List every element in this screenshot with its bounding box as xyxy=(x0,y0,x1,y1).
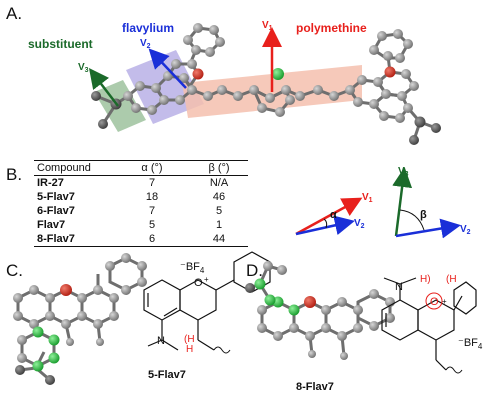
model-c-atoms xyxy=(13,253,147,385)
table-header-compound: Compound xyxy=(34,160,114,176)
model-d-bonds xyxy=(249,264,392,357)
v2-label-b: V2 xyxy=(354,218,365,230)
panel-b: B. α V1 V2 β V3 V2 xyxy=(6,165,471,239)
table-header-beta: β (°) xyxy=(190,160,248,176)
nitrogen-c: N xyxy=(157,335,165,347)
table-cell-compound: Flav7 xyxy=(37,219,66,231)
table-cell-compound: IR-27 xyxy=(37,177,64,189)
table-cell-beta: 44 xyxy=(190,232,248,247)
angle-table: Compound α (°) β (°) IR-27 7 N/A 5-Flav7… xyxy=(34,160,248,247)
v2-vector-arrow xyxy=(148,48,187,89)
beta-symbol: β xyxy=(420,209,427,221)
beta-v2-arrow xyxy=(395,218,461,239)
table-row: IR-27 7 N/A xyxy=(34,176,248,191)
table-cell-alpha: 7 xyxy=(148,177,156,189)
panel-b-label: B. xyxy=(6,165,22,184)
panel-c-label: C. xyxy=(6,261,23,280)
wavy-bond-c xyxy=(213,346,231,354)
panel-c: C. xyxy=(6,251,271,385)
bf4-c: ⁻BF4 xyxy=(180,261,205,275)
v2-label-b2: V2 xyxy=(460,224,471,236)
model-d-atoms xyxy=(245,261,395,360)
table-cell-compound: 8-Flav7 xyxy=(34,232,114,247)
oxygen-highlight-d xyxy=(425,292,443,310)
table-cell-beta: 1 xyxy=(215,219,223,231)
table-cell-alpha: 6 xyxy=(114,232,190,247)
panel-a: A. xyxy=(6,4,441,145)
structure-d xyxy=(381,277,477,371)
beta-v3-arrow xyxy=(392,167,413,237)
table-cell-compound: 5-Flav7 xyxy=(37,191,75,203)
table-cell-alpha: 5 xyxy=(148,219,156,231)
panel-d: D. xyxy=(245,261,483,393)
wavy-bond-d xyxy=(445,366,463,374)
flavylium-label: flavylium xyxy=(122,21,174,35)
structure-c xyxy=(143,251,271,351)
alpha-v1-arrow xyxy=(295,197,363,236)
v2-label-a: V2 xyxy=(140,38,151,50)
table-cell-alpha: 18 xyxy=(145,191,159,203)
panel-d-label: D. xyxy=(246,261,263,280)
table-cell-alpha: 7 xyxy=(148,205,156,217)
table-header-alpha: α (°) xyxy=(114,160,190,176)
table-header-row: Compound α (°) β (°) xyxy=(34,160,248,176)
molecule-3d-atoms xyxy=(91,23,441,145)
oxygen-d: O xyxy=(430,296,439,308)
table-row: 5-Flav7 18 46 xyxy=(34,190,248,204)
table-row: Flav7 5 1 xyxy=(34,218,248,232)
alpha-symbol: α xyxy=(330,209,337,221)
v3-vector-arrow xyxy=(88,68,119,107)
flavylium-highlight xyxy=(126,50,204,124)
panel-a-label: A. xyxy=(6,4,22,23)
h-label-d1: H) xyxy=(420,274,431,285)
v3-label-b: V3 xyxy=(398,166,409,178)
table-cell-beta: 46 xyxy=(212,191,226,203)
nitrogen-d: N xyxy=(395,281,403,293)
alpha-v2-arrow xyxy=(295,215,355,236)
structure-d-name: 8-Flav7 xyxy=(296,381,334,393)
oxygen-c: O xyxy=(194,277,203,289)
oxygen-plus-d: + xyxy=(442,297,447,306)
table-cell-beta: N/A xyxy=(209,177,229,189)
bf4-d: ⁻BF4 xyxy=(458,337,483,351)
v1-label-b: V1 xyxy=(362,192,373,204)
oxygen-plus-c: + xyxy=(204,275,209,284)
v1-label-a: V1 xyxy=(262,20,273,32)
structure-c-name: 5-Flav7 xyxy=(148,369,186,381)
table-row: 8-Flav7 6 44 xyxy=(34,232,248,247)
h-label-d2: (H xyxy=(446,274,457,285)
polymethine-label: polymethine xyxy=(296,21,367,35)
h-label-c2: H xyxy=(186,344,193,355)
v3-label-a: V3 xyxy=(78,62,89,74)
table-cell-compound: 6-Flav7 xyxy=(37,205,75,217)
h-label-c1: (H xyxy=(184,334,195,345)
table-cell-beta: 5 xyxy=(215,205,223,217)
table-row: 6-Flav7 7 5 xyxy=(34,204,248,218)
substituent-label: substituent xyxy=(28,37,93,51)
